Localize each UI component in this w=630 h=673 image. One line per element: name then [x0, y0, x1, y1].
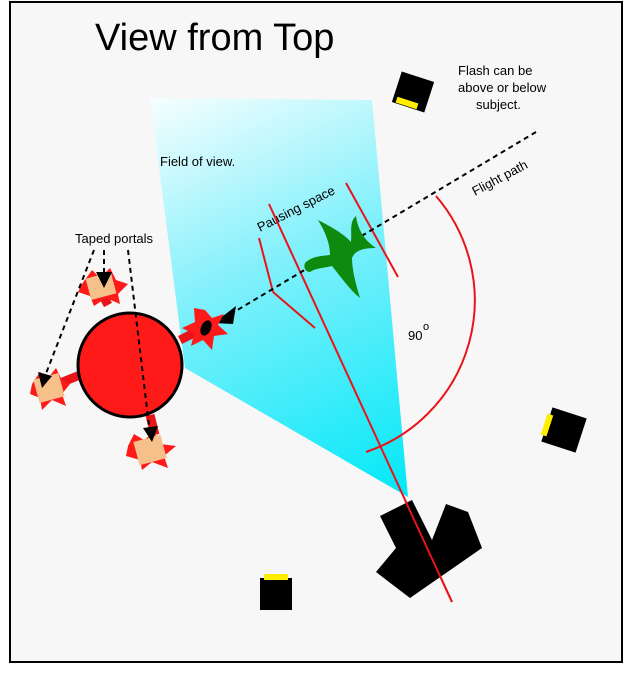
pausing-bracket-side: [258, 237, 274, 293]
bird-silhouette: [304, 216, 376, 298]
flash-note-line-3: subject.: [476, 97, 521, 112]
portal-arrow-bottom: [127, 249, 151, 435]
taped-portal-bottom: [126, 432, 176, 470]
flash-note-line-2: above or below: [458, 80, 547, 95]
portal-arrowhead-top: [96, 272, 112, 288]
portal-arrowhead-left: [38, 372, 52, 388]
flash-unit-bottom: [260, 574, 292, 610]
flash-unit-top: [391, 71, 435, 113]
camera: [376, 500, 482, 598]
taped-portal-top: [78, 268, 128, 306]
portal-arrow-left: [44, 249, 95, 377]
field-of-view-label: Field of view.: [160, 154, 235, 169]
angle-unit: o: [423, 321, 429, 333]
taped-portals-label: Taped portals: [75, 231, 154, 246]
flight-path-arrow: [223, 131, 537, 319]
portal-hole: [200, 320, 212, 336]
portal-arrowhead-bottom: [143, 426, 158, 442]
right-angle-arc: [365, 195, 476, 453]
diagram-title: View from Top: [95, 17, 334, 59]
flash-note-line-1: Flash can be: [458, 63, 532, 78]
angle-value: 90: [408, 328, 422, 343]
flash-unit-right: [540, 407, 587, 453]
pausing-bracket-lower: [272, 291, 316, 329]
camera-axis-extension: [404, 499, 453, 603]
main-portal: [182, 308, 228, 350]
feeder-disc: [76, 311, 184, 419]
